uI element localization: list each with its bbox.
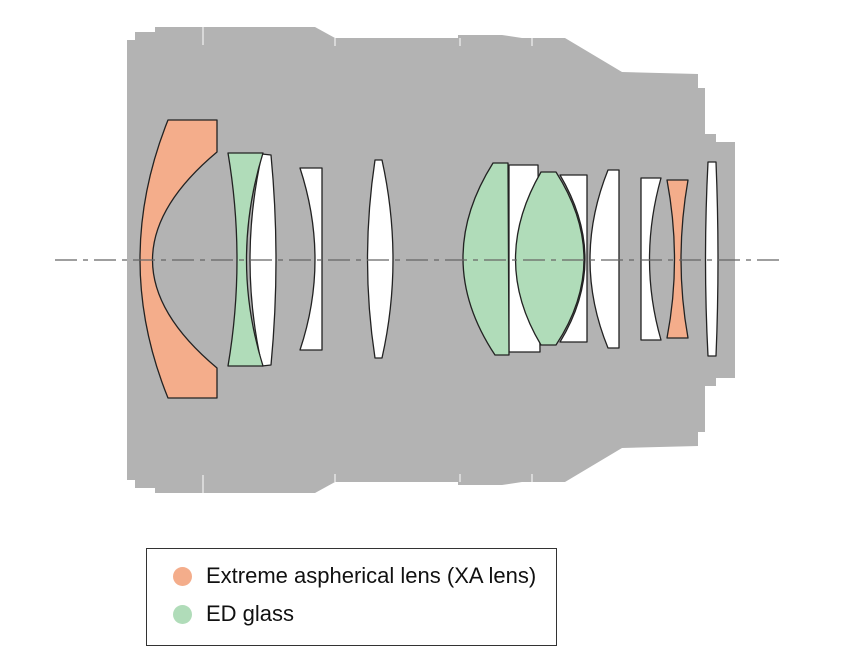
legend-item-xa-lens: Extreme aspherical lens (XA lens)	[173, 563, 536, 589]
lens-element-13	[704, 161, 719, 357]
lens-element-6-ed	[462, 162, 510, 356]
lens-element-5	[366, 159, 394, 359]
lens-element-1-xa	[139, 119, 218, 399]
lens-element-2-ed	[227, 152, 264, 367]
legend: Extreme aspherical lens (XA lens) ED gla…	[146, 548, 558, 646]
orange-dot-icon	[173, 566, 192, 586]
lens-barrel	[127, 27, 735, 493]
legend-item-ed-glass: ED glass	[173, 601, 536, 627]
lens-element-9	[559, 174, 588, 343]
legend-label: ED glass	[206, 601, 295, 626]
lens-element-10	[589, 169, 620, 349]
lens-element-12-xa	[666, 179, 689, 339]
lens-element-4	[299, 167, 323, 351]
lens-element-11	[640, 177, 662, 341]
green-dot-icon	[173, 604, 192, 624]
legend-label: Extreme aspherical lens (XA lens)	[206, 563, 537, 588]
lens-element-8-ed	[514, 171, 585, 346]
